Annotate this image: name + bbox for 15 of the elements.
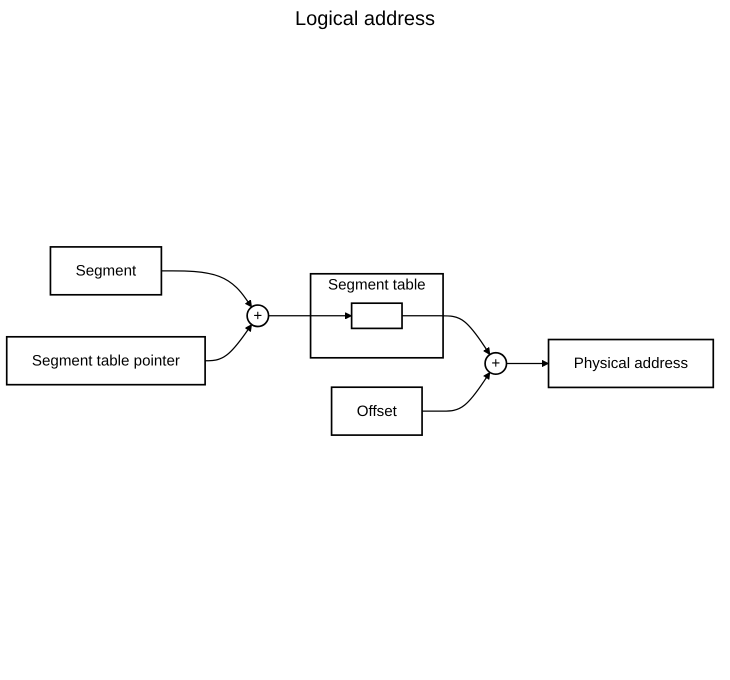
arrow <box>506 360 549 368</box>
arrow <box>205 324 252 362</box>
arrow <box>268 312 352 320</box>
node-circle: + <box>246 304 270 328</box>
node-box: Segment <box>50 246 162 296</box>
arrow <box>402 315 490 355</box>
node-box <box>350 302 403 330</box>
node-box: Physical address <box>548 338 714 388</box>
arrow <box>161 270 252 308</box>
node-circle: + <box>484 352 508 376</box>
cluster: Segment table <box>310 272 444 359</box>
node-box: Segment table pointer <box>6 336 206 386</box>
note-text: Logical address <box>294 8 436 31</box>
arrow <box>422 372 490 412</box>
node-box: Offset <box>330 386 423 436</box>
